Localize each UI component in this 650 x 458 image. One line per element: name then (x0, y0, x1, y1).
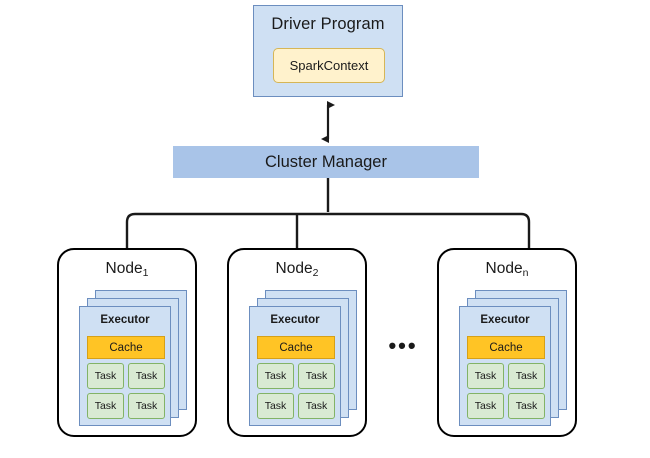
task-label: Task (264, 400, 287, 412)
node-1-name: Node (105, 260, 143, 277)
task-label: Task (94, 400, 117, 412)
cluster-manager-bar: Cluster Manager (173, 146, 479, 178)
driver-program-title: Driver Program (271, 15, 385, 33)
task-label: Task (515, 370, 538, 382)
sparkcontext-box: SparkContext (273, 48, 385, 83)
node-1-executor-stack: Executor Cache Task Task Task Task (79, 290, 187, 426)
cache-label: Cache (489, 341, 523, 354)
driver-program-box: Driver Program SparkContext (253, 5, 403, 97)
task-label: Task (135, 370, 158, 382)
task-box: Task (508, 363, 545, 389)
task-box: Task (128, 363, 165, 389)
task-label: Task (474, 370, 497, 382)
task-label: Task (94, 370, 117, 382)
cache-box: Cache (87, 336, 165, 359)
executor-title: Executor (270, 314, 320, 326)
task-box: Task (87, 393, 124, 419)
task-box: Task (128, 393, 165, 419)
task-grid: Task Task Task Task (87, 363, 165, 419)
cache-box: Cache (257, 336, 335, 359)
node-n-executor-stack: Executor Cache Task Task Task Task (459, 290, 567, 426)
task-box: Task (87, 363, 124, 389)
task-label: Task (515, 400, 538, 412)
task-label: Task (264, 370, 287, 382)
executor-title: Executor (100, 314, 150, 326)
node-1-subscript: 1 (142, 267, 149, 279)
nodes-ellipsis: ••• (388, 333, 418, 358)
task-box: Task (257, 363, 294, 389)
node-2-name: Node (275, 260, 313, 277)
task-grid: Task Task Task Task (467, 363, 545, 419)
task-box: Task (467, 393, 504, 419)
node-n-subscript: n (522, 267, 529, 279)
node-2-executor-stack: Executor Cache Task Task Task Task (249, 290, 357, 426)
cache-box: Cache (467, 336, 545, 359)
node-1-title: Node1 (59, 260, 195, 279)
node-1: Node1 Executor Cache Task Task Task Task (57, 248, 197, 437)
executor-card-front: Executor Cache Task Task Task Task (459, 306, 551, 426)
executor-card-front: Executor Cache Task Task Task Task (79, 306, 171, 426)
node-n-title: Noden (439, 260, 575, 279)
task-label: Task (135, 400, 158, 412)
sparkcontext-label: SparkContext (289, 58, 369, 73)
task-box: Task (257, 393, 294, 419)
task-box: Task (298, 393, 335, 419)
node-2: Node2 Executor Cache Task Task Task Task (227, 248, 367, 437)
task-box: Task (298, 363, 335, 389)
task-label: Task (305, 370, 328, 382)
cache-label: Cache (109, 341, 143, 354)
node-2-subscript: 2 (312, 267, 319, 279)
task-label: Task (305, 400, 328, 412)
executor-title: Executor (480, 314, 530, 326)
task-grid: Task Task Task Task (257, 363, 335, 419)
cache-label: Cache (279, 341, 313, 354)
node-2-title: Node2 (229, 260, 365, 279)
node-n-name: Node (485, 260, 523, 277)
executor-card-front: Executor Cache Task Task Task Task (249, 306, 341, 426)
task-box: Task (467, 363, 504, 389)
task-box: Task (508, 393, 545, 419)
task-label: Task (474, 400, 497, 412)
node-n: Noden Executor Cache Task Task Task Task (437, 248, 577, 437)
cluster-manager-label: Cluster Manager (265, 152, 387, 171)
